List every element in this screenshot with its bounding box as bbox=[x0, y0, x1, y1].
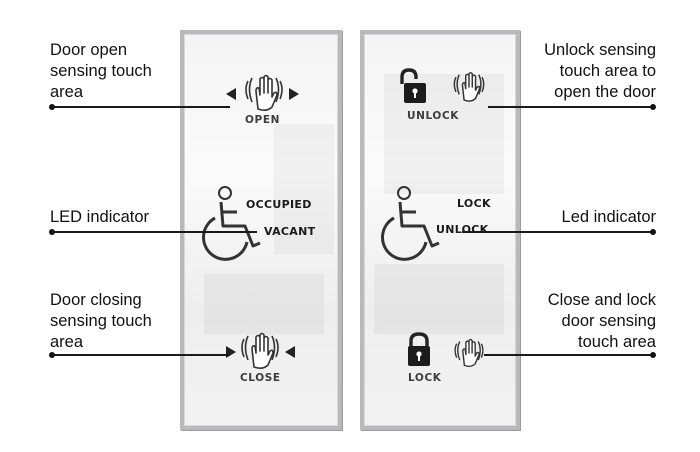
leader-line-led-right bbox=[462, 231, 653, 233]
callout-led-left: LED indicator bbox=[50, 208, 150, 226]
vacant-status: VACANT bbox=[264, 225, 316, 238]
arrow-right-icon bbox=[289, 88, 299, 100]
leader-line-door-open bbox=[52, 106, 230, 108]
arrow-right-icon bbox=[226, 346, 236, 358]
callout-door-closing: Door closing sensing touch area bbox=[50, 291, 152, 351]
hand-icon[interactable] bbox=[451, 70, 487, 104]
unlock-label: UNLOCK bbox=[407, 110, 459, 122]
occupied-status: OCCUPIED bbox=[246, 198, 312, 211]
leader-dot bbox=[650, 352, 656, 358]
callout-door-open: Door open sensing touch area bbox=[50, 41, 152, 101]
padlock-open-icon bbox=[400, 68, 426, 103]
arrow-left-icon bbox=[285, 346, 295, 358]
open-label: OPEN bbox=[245, 114, 280, 126]
hand-icon[interactable] bbox=[238, 331, 282, 371]
unlock-status: UNLOCK bbox=[436, 223, 489, 236]
leader-line-door-closing bbox=[52, 354, 230, 356]
arrow-left-icon bbox=[226, 88, 236, 100]
close-label: CLOSE bbox=[240, 372, 281, 384]
leader-line-led-left bbox=[52, 231, 257, 233]
right-door-panel bbox=[360, 30, 520, 430]
lock-status: LOCK bbox=[457, 197, 491, 210]
hand-icon[interactable] bbox=[452, 337, 486, 369]
leader-dot bbox=[650, 104, 656, 110]
callout-led-right: Led indicator bbox=[561, 208, 656, 226]
wheelchair-icon bbox=[381, 186, 440, 261]
padlock-closed-icon bbox=[408, 332, 430, 366]
leader-dot bbox=[650, 229, 656, 235]
leader-line-unlock-sensing bbox=[488, 106, 653, 108]
wheelchair-icon bbox=[202, 186, 261, 261]
lock-label: LOCK bbox=[408, 372, 442, 384]
leader-line-close-lock bbox=[484, 354, 653, 356]
callout-unlock-sensing: Unlock sensing touch area to open the do… bbox=[544, 41, 656, 101]
hand-icon[interactable] bbox=[242, 73, 286, 113]
callout-close-lock: Close and lock door sensing touch area bbox=[547, 291, 656, 351]
